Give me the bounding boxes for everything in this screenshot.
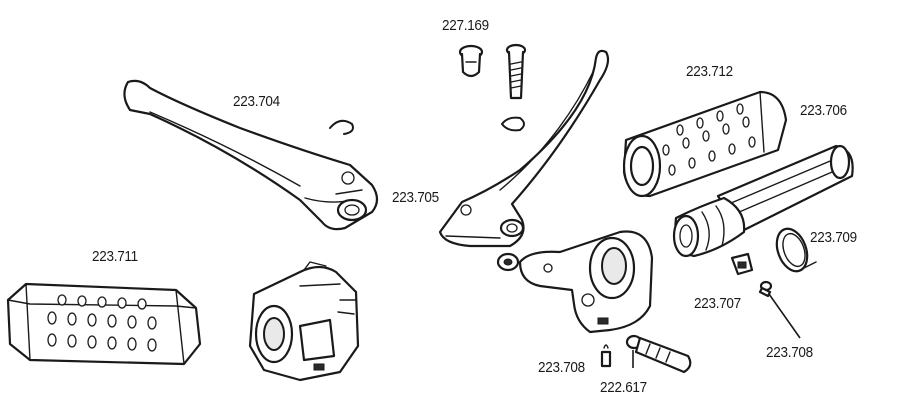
screw-223708-bottom (600, 344, 612, 368)
label-222617: 222.617 (600, 379, 647, 396)
label-223707: 223.707 (694, 295, 741, 312)
handlebar-grip-223712 (622, 90, 788, 198)
label-223706: 223.706 (800, 102, 847, 119)
label-223709: 223.709 (810, 229, 857, 246)
bolt-222617 (625, 334, 692, 374)
brake-lever-223705 (438, 49, 610, 248)
circlip-227169 (501, 116, 525, 132)
spring-clip-223709 (775, 227, 817, 273)
handlebar-grip-223711 (6, 282, 202, 366)
label-223704: 223.704 (233, 93, 280, 110)
leader-223708-right (768, 293, 801, 339)
throttle-tube-223706 (672, 144, 854, 258)
bolt-227169 (505, 43, 527, 100)
cable-nipple-223707 (730, 252, 754, 276)
label-223708-b: 223.708 (766, 344, 813, 361)
label-223708-a: 223.708 (538, 359, 585, 376)
label-223711: 223.711 (92, 248, 138, 265)
label-227169: 227.169 (442, 17, 489, 34)
lever-bracket-housing (496, 230, 654, 334)
rivet-pin-227169 (458, 44, 484, 78)
circlip-223704 (329, 119, 354, 135)
label-223712: 223.712 (686, 63, 733, 80)
switch-housing (248, 261, 360, 382)
clutch-lever-223704 (123, 79, 379, 231)
label-223705: 223.705 (392, 189, 439, 206)
screw-223708-right (758, 280, 773, 298)
